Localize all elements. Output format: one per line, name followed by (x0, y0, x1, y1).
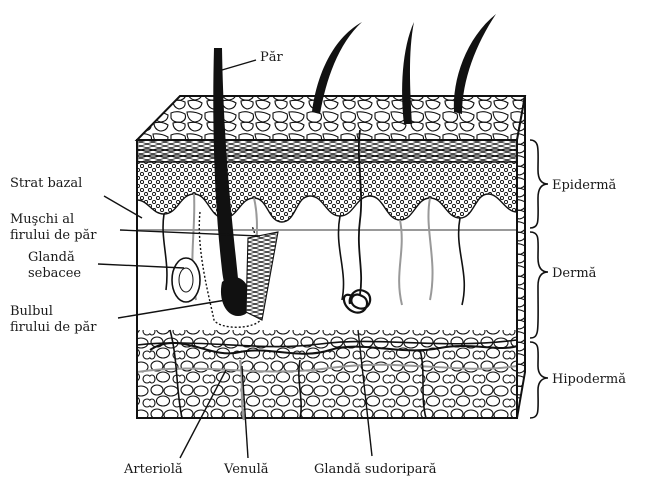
label-hair: Păr (260, 50, 283, 65)
bracket-dermis (530, 232, 548, 338)
label-sweat-gland: Glandă sudoripară (314, 462, 436, 477)
label-dermis: Dermă (552, 266, 596, 281)
sebaceous-gland (172, 258, 200, 302)
label-hypodermis: Hipodermă (552, 372, 626, 387)
epidermis-band-upper (137, 140, 517, 162)
label-hair-muscle-line1: Muşchi al (10, 212, 74, 227)
label-sebaceous-line1: Glandă (28, 250, 75, 265)
label-arteriole: Arteriolă (124, 462, 183, 477)
skin-side-face (517, 96, 525, 418)
skin-top-surface (137, 96, 525, 140)
bracket-epidermis (530, 140, 548, 228)
label-bulb-line2: firului de păr (10, 320, 97, 335)
bracket-hypodermis (530, 342, 548, 418)
label-hair-muscle-line2: firului de păr (10, 228, 97, 243)
pointer-hair (222, 60, 256, 70)
label-venule: Venulă (224, 462, 269, 477)
label-sebaceous-line2: sebacee (28, 266, 81, 281)
label-bulb-line1: Bulbul (10, 304, 53, 319)
label-basal-layer: Strat bazal (10, 176, 82, 191)
label-epidermis: Epidermă (552, 178, 616, 193)
